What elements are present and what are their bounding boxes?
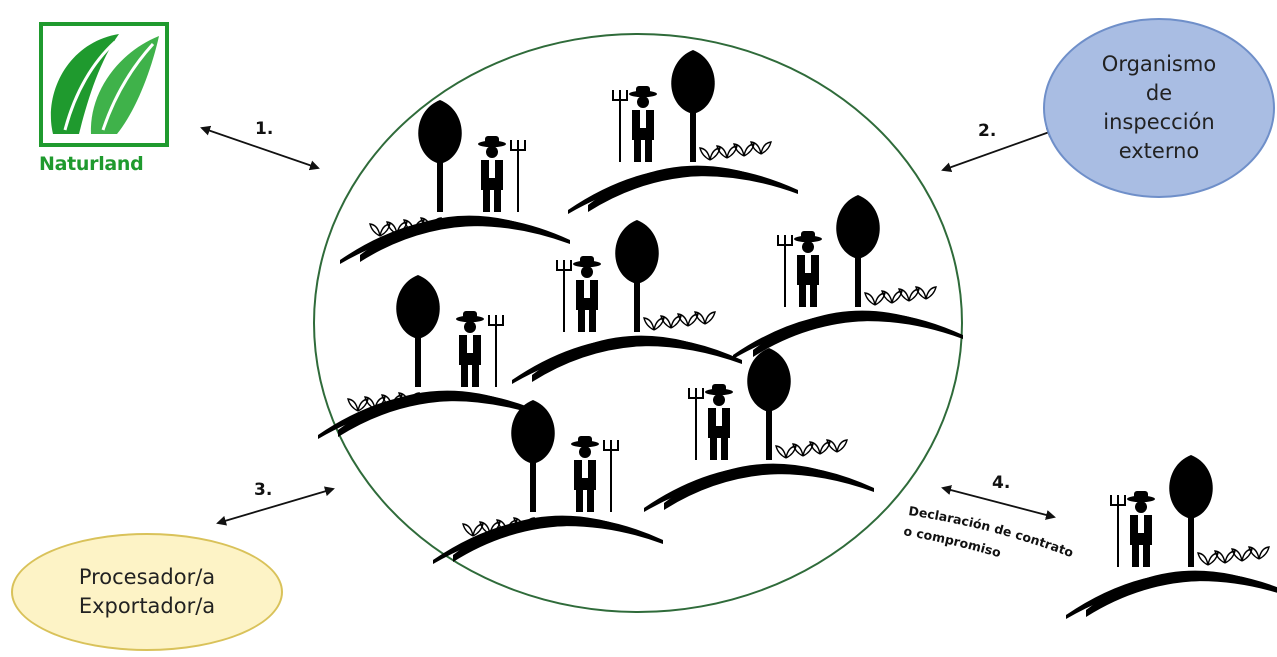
- arrow-label-2: 2.: [978, 121, 997, 141]
- farmer-tree-hill-icon: [1066, 455, 1277, 619]
- inspection-line-4: externo: [1118, 139, 1200, 163]
- arrow-4: [941, 485, 1056, 520]
- farmer-tree-hill-icon: [644, 348, 874, 512]
- farmer-tree-hill-icon: [433, 400, 663, 564]
- inspection-line-3: inspección: [1103, 110, 1215, 134]
- leaf-logo-icon: [39, 22, 169, 147]
- inspection-line-1: Organismo: [1101, 52, 1217, 76]
- farmer-tree-hill-icon: [568, 50, 798, 214]
- inspection-line-2: de: [1145, 81, 1173, 105]
- naturland-logo: Naturland: [39, 22, 171, 182]
- farmer-tree-hill-icon: [733, 195, 963, 359]
- processor-line-1: Procesador/a: [78, 565, 216, 589]
- farmer-tree-hill-icon: [512, 220, 742, 384]
- logo-wordmark: Naturland: [39, 153, 144, 175]
- arrow-3: [216, 486, 335, 526]
- arrow-label-3: 3.: [254, 480, 273, 500]
- arrow-1: [200, 125, 320, 171]
- arrow-label-4: 4.: [992, 473, 1011, 493]
- farmer-tree-hill-icon: [340, 100, 570, 264]
- processor-exporter-node: Procesador/a Exportador/a: [11, 533, 283, 651]
- farmer-group-circle: [313, 33, 963, 613]
- farmer-tree-hill-icon: [318, 275, 548, 439]
- arrow-label-1: 1.: [255, 119, 274, 139]
- inspection-body-node: Organismo de inspección externo: [1043, 18, 1275, 198]
- processor-line-2: Exportador/a: [78, 594, 216, 618]
- arrow-2: [941, 127, 1057, 173]
